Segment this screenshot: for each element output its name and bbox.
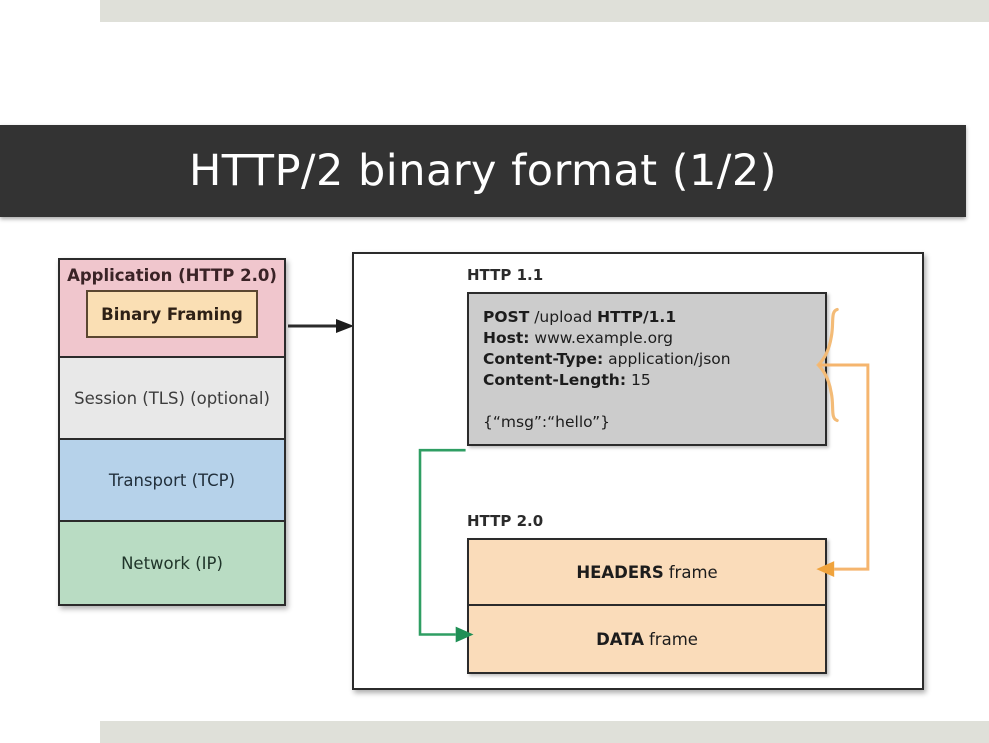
http11-path: /upload bbox=[529, 308, 598, 326]
stack-layer-transport: Transport (TCP) bbox=[60, 440, 284, 522]
http11-header-content-length-key: Content-Length: bbox=[483, 371, 627, 389]
http11-message-body: {“msg”:“hello”} bbox=[483, 413, 610, 431]
binary-framing-box: Binary Framing bbox=[86, 290, 258, 338]
http11-header-content-type: Content-Type: application/json bbox=[483, 349, 825, 370]
http20-headers-frame-label: frame bbox=[668, 562, 718, 582]
http11-section-label: HTTP 1.1 bbox=[467, 266, 544, 284]
stack-layer-application-label: Application (HTTP 2.0) bbox=[67, 266, 277, 285]
http11-header-content-length: Content-Length: 15 bbox=[483, 370, 825, 391]
http20-data-frame-type: DATA bbox=[596, 629, 644, 649]
http11-request-line: POST /upload HTTP/1.1 bbox=[483, 307, 825, 328]
stack-layer-network-label: Network (IP) bbox=[121, 553, 223, 573]
http11-header-host-key: Host: bbox=[483, 329, 530, 347]
stack-layer-application: Application (HTTP 2.0) Binary Framing bbox=[60, 260, 284, 358]
http20-data-frame-label: frame bbox=[649, 629, 698, 649]
http20-section-label: HTTP 2.0 bbox=[467, 512, 544, 530]
slide-bottom-bar bbox=[100, 721, 989, 743]
stack-layer-transport-label: Transport (TCP) bbox=[108, 470, 236, 490]
http11-method: POST bbox=[483, 308, 530, 326]
http20-headers-frame-type: HEADERS bbox=[576, 562, 664, 582]
http11-header-host-value: www.example.org bbox=[529, 329, 673, 347]
slide-title-bar: HTTP/2 binary format (1/2) bbox=[0, 125, 966, 217]
slide-top-bar bbox=[100, 0, 989, 22]
stack-layer-session: Session (TLS) (optional) bbox=[60, 358, 284, 440]
http11-header-content-type-key: Content-Type: bbox=[483, 350, 604, 368]
http-translation-panel: HTTP 1.1 POST /upload HTTP/1.1 Host: www… bbox=[352, 252, 924, 690]
page-title: HTTP/2 binary format (1/2) bbox=[188, 146, 778, 196]
stack-to-panel-arrow-icon bbox=[288, 319, 354, 333]
stack-layer-network: Network (IP) bbox=[60, 522, 284, 604]
http11-header-content-length-value: 15 bbox=[626, 371, 651, 389]
body-mapping-line bbox=[418, 448, 466, 636]
stack-layer-session-label: Session (TLS) (optional) bbox=[74, 388, 270, 408]
network-protocol-stack: Application (HTTP 2.0) Binary Framing Se… bbox=[58, 258, 286, 606]
http11-header-content-type-value: application/json bbox=[603, 350, 731, 368]
binary-framing-label: Binary Framing bbox=[101, 304, 243, 324]
http11-header-host: Host: www.example.org bbox=[483, 328, 825, 349]
http11-version: HTTP/1.1 bbox=[597, 308, 677, 326]
http11-message-box: POST /upload HTTP/1.1 Host: www.example.… bbox=[467, 292, 827, 446]
